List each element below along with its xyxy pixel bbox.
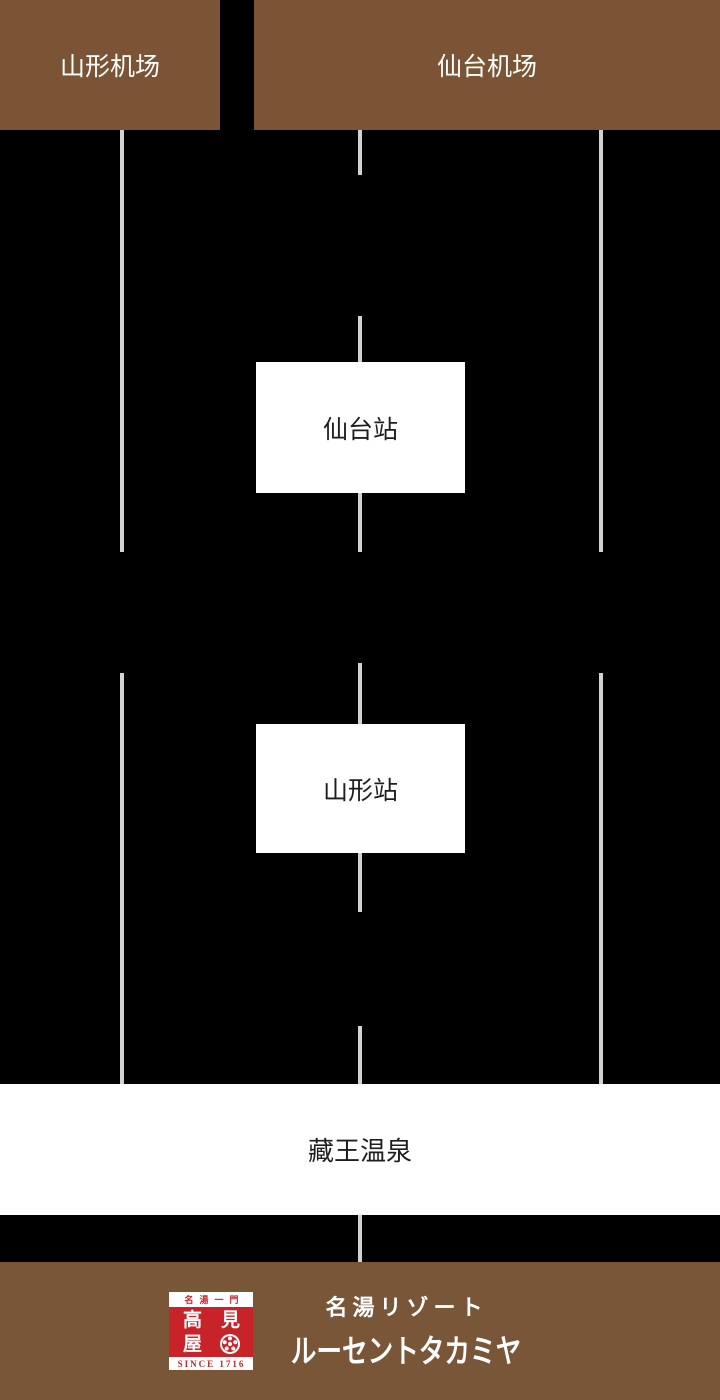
route-line-left-lower xyxy=(120,673,124,1085)
footer: 名湯一門 高 見 屋 xyxy=(0,1262,720,1400)
brand-name: ルーセントタカミヤ xyxy=(291,1333,522,1369)
route-line-right-upper xyxy=(599,130,603,552)
route-line-right-lower xyxy=(599,673,603,1085)
brand-tagline: 名湯リゾート xyxy=(325,1295,488,1320)
node-sendai-station: 仙台站 xyxy=(256,362,465,493)
seal-char-taka: 高 xyxy=(182,1309,202,1331)
sendai-station-label: 仙台站 xyxy=(322,415,398,444)
brand-logo: 名湯一門 高 見 屋 xyxy=(169,1290,550,1372)
seal-char-mi: 見 xyxy=(220,1309,240,1331)
seal-top-text: 名湯一門 xyxy=(169,1292,254,1307)
seal-since-text: SINCE 1716 xyxy=(169,1357,254,1370)
seal-wheel-icon xyxy=(218,1332,242,1356)
yamagata-station-label: 山形站 xyxy=(322,776,398,805)
node-sendai-airport: 仙台机场 xyxy=(254,0,720,130)
seal-char-ya: 屋 xyxy=(182,1333,202,1355)
node-yamagata-station: 山形站 xyxy=(256,724,465,853)
takamiya-seal-logo: 名湯一門 高 見 屋 xyxy=(169,1292,254,1370)
route-line-left-upper xyxy=(120,130,124,552)
yamagata-airport-label: 山形机场 xyxy=(59,53,160,81)
seal-characters: 高 見 屋 xyxy=(169,1307,254,1357)
node-yamagata-airport: 山形机场 xyxy=(0,0,220,130)
node-zao-onsen: 藏王温泉 xyxy=(0,1084,720,1215)
brand-wordmark: 名湯リゾート ルーセントタカミヤ xyxy=(262,1290,550,1372)
sendai-airport-label: 仙台机场 xyxy=(436,53,537,81)
zao-onsen-label: 藏王温泉 xyxy=(307,1136,412,1166)
route-line-center-seg1 xyxy=(358,130,362,175)
